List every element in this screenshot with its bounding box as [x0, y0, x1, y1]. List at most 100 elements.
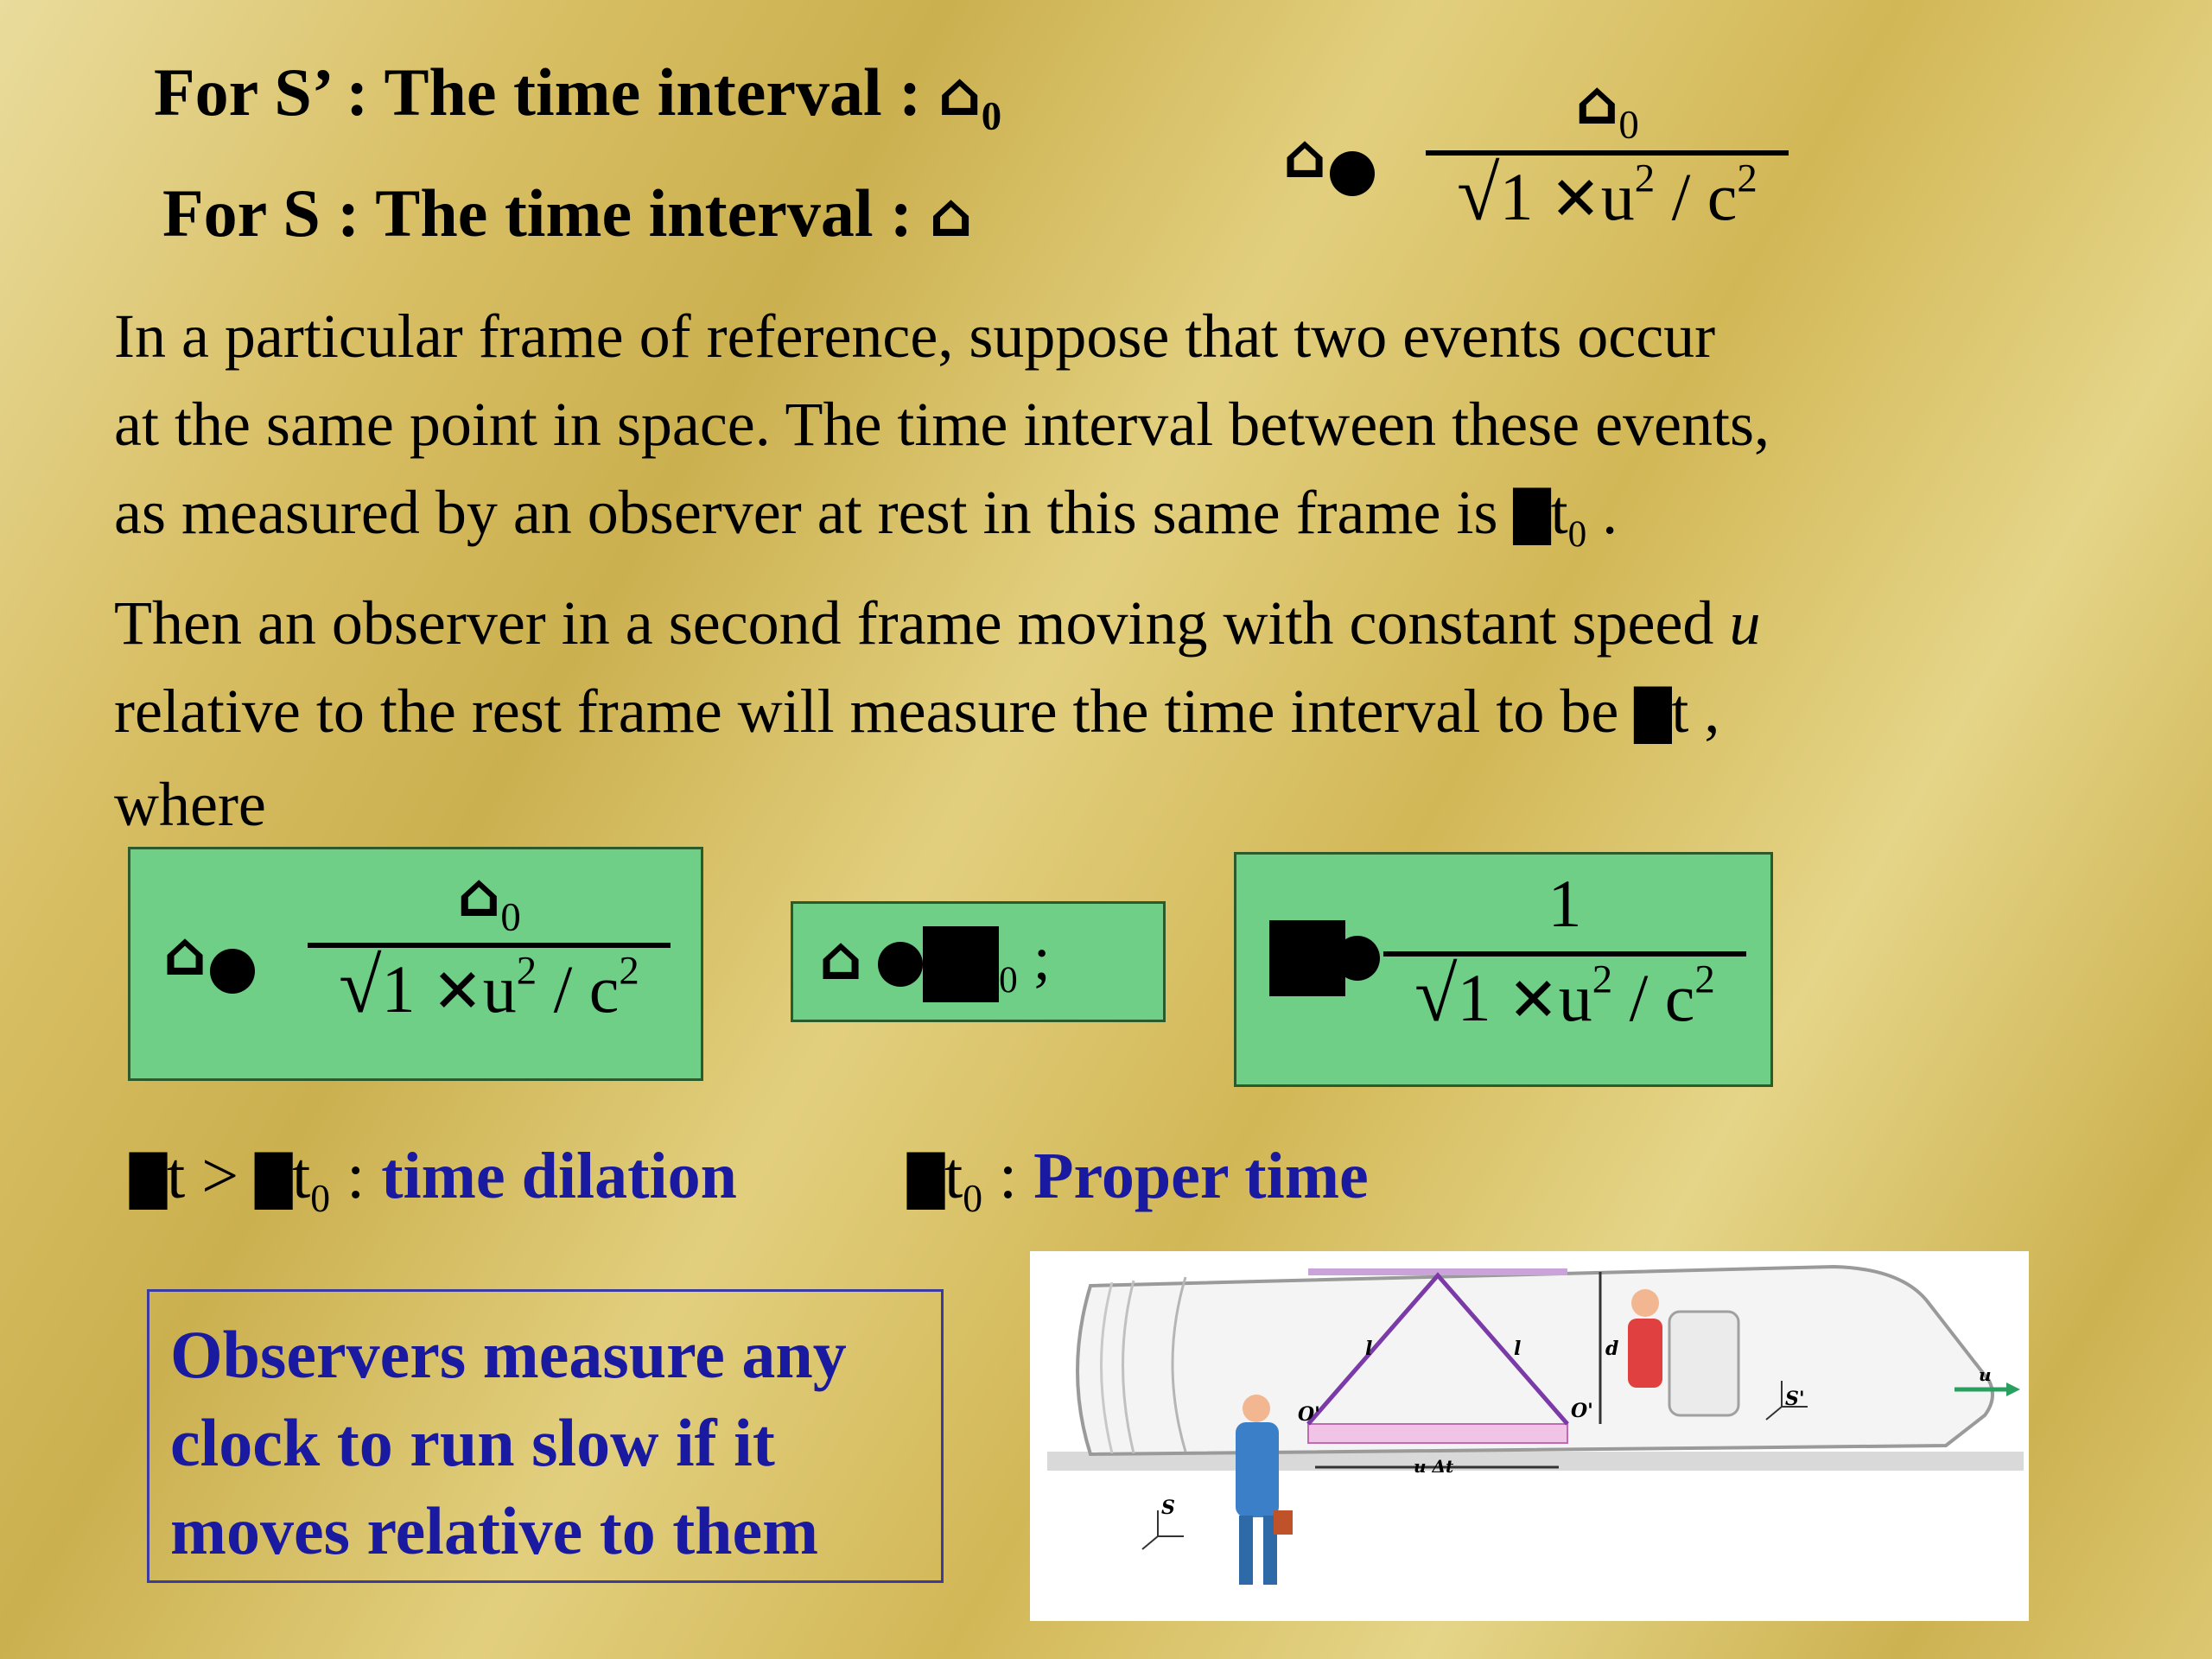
label-l-2: l	[1514, 1338, 1521, 1360]
dilation-colon: :	[330, 1140, 382, 1212]
delta-glyph-icon: ⌂	[1283, 121, 1327, 192]
passenger-body	[1628, 1319, 1662, 1388]
proper-text: Proper time	[1033, 1140, 1369, 1212]
note-line-1: Observers measure any	[170, 1317, 847, 1392]
top-mirror	[1308, 1268, 1567, 1275]
rail	[1047, 1452, 2024, 1471]
delta-glyph-icon: █	[130, 1154, 168, 1210]
box1-exp2: 2	[619, 948, 639, 994]
proper-t: t	[944, 1140, 963, 1212]
heading-sub: 0	[981, 93, 1002, 139]
formula-box-2: ⌂ 0 ;	[791, 901, 1166, 1022]
equals-dot-icon	[1335, 936, 1380, 981]
para-line-4-text: Then an observer in a second frame movin…	[114, 588, 1730, 658]
sqrt-icon: √	[339, 944, 382, 1030]
box3-exp2: 2	[1694, 957, 1715, 1002]
para-line-3-text: as measured by an observer at rest in th…	[114, 478, 1514, 547]
delta-glyph-icon: █	[255, 1154, 293, 1210]
light-path	[1306, 1272, 1569, 1426]
delta-glyph-icon: ⌂	[819, 923, 863, 994]
label-s-frame: S	[1161, 1497, 1175, 1519]
box1-u: u	[482, 951, 517, 1027]
label-l-1: l	[1365, 1338, 1372, 1360]
box1-numerator: ⌂0	[457, 860, 521, 938]
para-u: u	[1729, 588, 1761, 658]
delta-glyph-icon: █	[907, 1154, 945, 1210]
para-t2: t	[1671, 677, 1689, 747]
label-u-delta-t: u Δt	[1414, 1456, 1454, 1477]
observer-head	[1243, 1395, 1270, 1422]
heading-s: For S : The time interval : ⌂	[162, 175, 973, 252]
delta-glyph-icon: ⌂	[163, 918, 207, 989]
delta-glyph-icon: ⌂	[457, 860, 501, 931]
top-num-sub: 0	[1618, 102, 1639, 148]
para-t: t	[1550, 478, 1568, 547]
den-exp2: 2	[1737, 156, 1758, 201]
box1-exp: 2	[516, 948, 537, 994]
box1-sub: 0	[500, 894, 521, 940]
fraction-bar	[1426, 150, 1789, 156]
box3-denominator: √1 ✕u2 / c2	[1414, 957, 1715, 1034]
gamma-block-icon	[1269, 920, 1345, 996]
minus-glyph-icon: ✕	[1550, 163, 1601, 235]
proper-sub: 0	[963, 1175, 982, 1220]
equals-dot-icon	[1330, 151, 1376, 197]
para-end: .	[1586, 478, 1618, 547]
box3-c: / c	[1612, 960, 1695, 1035]
fraction-bar	[1383, 951, 1746, 957]
para-end2: ,	[1688, 677, 1720, 747]
note-line-2: clock to run slow if it	[170, 1405, 775, 1480]
fraction-bar	[308, 943, 671, 949]
box1-fraction: ⌂0 √1 ✕u2 / c2	[308, 860, 671, 1026]
top-formula-fraction: ⌂0 √1 ✕u2 / c2	[1426, 67, 1789, 233]
label-s-prime-frame: S'	[1785, 1388, 1805, 1410]
explanation-paragraph: In a particular frame of reference, supp…	[114, 292, 2127, 849]
box3-lhs	[1269, 920, 1380, 996]
dilation-sub: 0	[310, 1175, 331, 1220]
para-line-5: relative to the rest frame will measure …	[114, 667, 2127, 760]
dilation-t: t	[292, 1140, 311, 1212]
den-u: u	[1600, 159, 1635, 235]
gamma-block-icon	[923, 926, 1000, 1003]
heading-s-prime-text: For S’ : The time interval :	[154, 54, 922, 130]
delta-glyph-icon: ⌂	[929, 180, 973, 251]
para-line-1: In a particular frame of reference, supp…	[114, 302, 1716, 371]
bottom-mirror	[1307, 1423, 1568, 1444]
heading-s-prime: For S’ : The time interval : ⌂0	[154, 54, 1001, 139]
train-illustration-svg: O' O' l l d u Δt S S' u	[1030, 1251, 2029, 1621]
minus-glyph-icon: ✕	[432, 956, 483, 1027]
sqrt-icon: √	[1457, 151, 1500, 238]
para-line-2: at the same point in space. The time int…	[114, 390, 1770, 459]
box3-exp: 2	[1592, 957, 1613, 1002]
box3-u: u	[1558, 960, 1592, 1035]
train-illustration: O' O' l l d u Δt S S' u	[1030, 1251, 2029, 1621]
formula-box-1: ⌂ ⌂0 √1 ✕u2 / c2	[128, 847, 703, 1081]
para-line-5-text: relative to the rest frame will measure …	[114, 677, 1635, 747]
box1-denominator: √1 ✕u2 / c2	[339, 948, 639, 1026]
proper-time-label: █t0 : Proper time	[907, 1139, 1369, 1221]
box3-numerator: 1	[1548, 866, 1582, 941]
den-one: 1	[1499, 159, 1534, 235]
time-dilation-label: █t > █t0 : time dilation	[130, 1139, 737, 1221]
sqrt-icon: √	[1414, 952, 1458, 1038]
proper-colon: :	[982, 1140, 1034, 1212]
train-body	[1076, 1264, 1994, 1457]
note-line-3: moves relative to them	[170, 1493, 819, 1568]
observer-note-box: Observers measure any clock to run slow …	[147, 1289, 944, 1583]
equals-dot-icon	[878, 942, 924, 988]
box2-semi: ;	[1017, 924, 1051, 993]
top-formula-denominator: √1 ✕u2 / c2	[1457, 156, 1758, 233]
observer-body	[1236, 1422, 1279, 1517]
delta-glyph-icon: █	[1634, 688, 1672, 745]
observer-briefcase	[1274, 1510, 1293, 1535]
minus-glyph-icon: ✕	[1508, 964, 1559, 1035]
train-seat	[1668, 1310, 1740, 1417]
heading-s-text: For S : The time interval :	[162, 175, 912, 251]
delta-glyph-icon: ⌂	[1575, 67, 1619, 138]
box2-content: ⌂ 0 ;	[819, 923, 1051, 1003]
observer-note-text: Observers measure any clock to run slow …	[170, 1311, 847, 1575]
den-c: / c	[1655, 159, 1738, 235]
para-sub: 0	[1567, 514, 1587, 556]
para-line-3: as measured by an observer at rest in th…	[114, 468, 2127, 579]
passenger-head	[1631, 1289, 1659, 1317]
